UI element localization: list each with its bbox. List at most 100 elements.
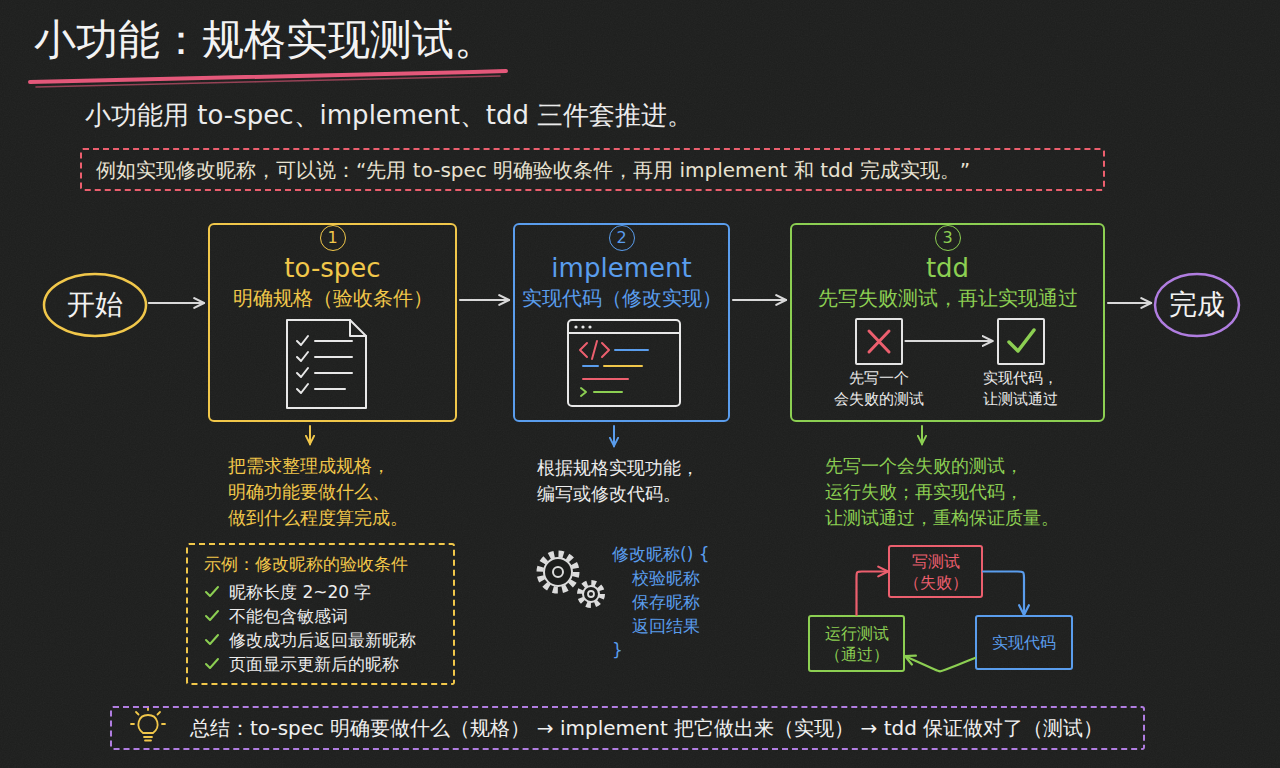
step-name: implement (551, 252, 691, 284)
node-label: 写测试 （失败） (890, 551, 981, 593)
gear-hole (588, 591, 594, 597)
down-arrow (921, 426, 923, 444)
code-line-mark (581, 388, 622, 396)
item-check (204, 585, 220, 599)
cycle-implement: 实现代码 (975, 615, 1073, 670)
ellipse-shape (1155, 274, 1239, 336)
cycle-run-test: 运行测试 （通过） (808, 615, 905, 672)
flow-arrow (460, 299, 509, 301)
check-item: 页面显示更新后的昵称 (204, 652, 399, 676)
underline-stroke (36, 76, 500, 87)
gear-teeth (580, 583, 602, 605)
item-check (204, 633, 220, 647)
acceptance-item: 不能包含敏感词 (229, 604, 348, 628)
gear-teeth (540, 554, 576, 590)
gear-body (583, 586, 599, 602)
node-label: 开始 (67, 288, 123, 322)
flow-arrow (905, 656, 975, 671)
flow-arrow (149, 302, 204, 304)
check-item: 修改成功后返回最新昵称 (204, 628, 416, 652)
acceptance-criteria: 示例：修改昵称的验收条件昵称长度 2~20 字不能包含敏感词修改成功后返回最新昵… (186, 543, 455, 685)
ellipse-shape (44, 274, 146, 336)
check-item: 不能包含敏感词 (204, 604, 348, 628)
flow-arrow (983, 572, 1024, 616)
step-name: tdd (926, 252, 969, 284)
node-label: 总结：to-spec 明确要做什么（规格） → implement 把它做出来（… (190, 714, 1103, 742)
list-title: 示例：修改昵称的验收条件 (204, 552, 408, 576)
window-dot (588, 325, 591, 328)
cross-mark (869, 331, 889, 352)
document-checks (297, 336, 308, 393)
step-subtitle: 先写失败测试，再让实现通过 (818, 284, 1078, 312)
code-line-mark (583, 378, 628, 380)
check-stroke (206, 635, 218, 644)
cross-symbol (857, 320, 901, 363)
summary-note: 总结：to-spec 明确要做什么（规格） → implement 把它做出来（… (110, 706, 1145, 750)
subtitle: 小功能用 to-spec、implement、tdd 三件套推进。 (85, 98, 693, 132)
code-line-mark (604, 365, 642, 367)
code-line: 校验昵称 (632, 566, 700, 590)
gear-icon (540, 554, 602, 605)
cycle-write-test: 写测试 （失败） (888, 545, 983, 598)
step-subtitle: 实现代码（修改实现） (522, 284, 722, 312)
title-underline (30, 71, 506, 87)
document-lines (315, 341, 352, 389)
down-arrow (309, 426, 311, 444)
check-stroke (206, 587, 218, 596)
step-number: 2 (609, 225, 635, 251)
window-frame (568, 320, 680, 406)
flow-arrow (857, 572, 889, 616)
step-subtitle: 明确规格（验收条件） (233, 284, 433, 312)
bulb-rays (131, 707, 165, 724)
acceptance-item: 修改成功后返回最新昵称 (229, 628, 416, 652)
underline-stroke (30, 71, 506, 82)
step-description: 把需求整理成规格， 明确功能要做什么、 做到什么程度算完成。 (228, 453, 428, 531)
window-dot (574, 325, 577, 328)
bulb-glass (138, 715, 157, 733)
check-symbol (999, 320, 1043, 363)
check-stroke (206, 659, 218, 668)
code-line: } (612, 638, 623, 662)
check-mark (1009, 330, 1034, 351)
gear-body (544, 558, 572, 586)
step-description: 根据规格实现功能， 编写或修改代码。 (537, 455, 737, 507)
window-dot (581, 325, 584, 328)
flow-arrow (733, 299, 786, 301)
code-line-mark (615, 349, 648, 351)
document-icon (287, 320, 366, 408)
acceptance-item: 页面显示更新后的昵称 (229, 652, 399, 676)
document-outline (287, 320, 366, 408)
bulb-base (144, 737, 152, 741)
check-stroke (206, 611, 218, 620)
step-name: to-spec (284, 252, 380, 284)
node-label: 实现代码 (992, 632, 1056, 653)
example-note: 例如实现修改昵称，可以说：“先用 to-spec 明确验收条件，再用 imple… (80, 148, 1105, 191)
step-number: 1 (320, 225, 346, 251)
window-bar (568, 332, 680, 334)
code-brackets-glyph (580, 341, 609, 359)
code-line: 返回结果 (632, 614, 700, 638)
code-window-icon (568, 320, 680, 406)
down-arrow (613, 426, 615, 446)
test-caption: 先写一个 会失败的测试 (814, 368, 944, 410)
code-line-mark (583, 365, 598, 367)
node-label: 运行测试 （通过） (810, 623, 903, 665)
flow-arrow (1108, 302, 1151, 304)
end-terminal: 完成 (1153, 272, 1241, 338)
acceptance-item: 昵称长度 2~20 字 (229, 580, 372, 604)
test-caption: 实现代码， 让测试通过 (956, 368, 1086, 410)
down-arrows (310, 426, 922, 446)
bulb-icon (131, 707, 165, 741)
step-number: 3 (935, 225, 961, 251)
check-item: 昵称长度 2~20 字 (204, 580, 372, 604)
item-check (204, 657, 220, 671)
gear-hole (553, 567, 563, 577)
node-label: 例如实现修改昵称，可以说：“先用 to-spec 明确验收条件，再用 imple… (96, 156, 970, 184)
step-description: 先写一个会失败的测试， 运行失败；再实现代码， 让测试通过，重构保证质量。 (825, 453, 1075, 531)
code-line: 修改昵称() { (612, 542, 709, 566)
node-label: 完成 (1169, 288, 1225, 322)
item-check (204, 609, 220, 623)
